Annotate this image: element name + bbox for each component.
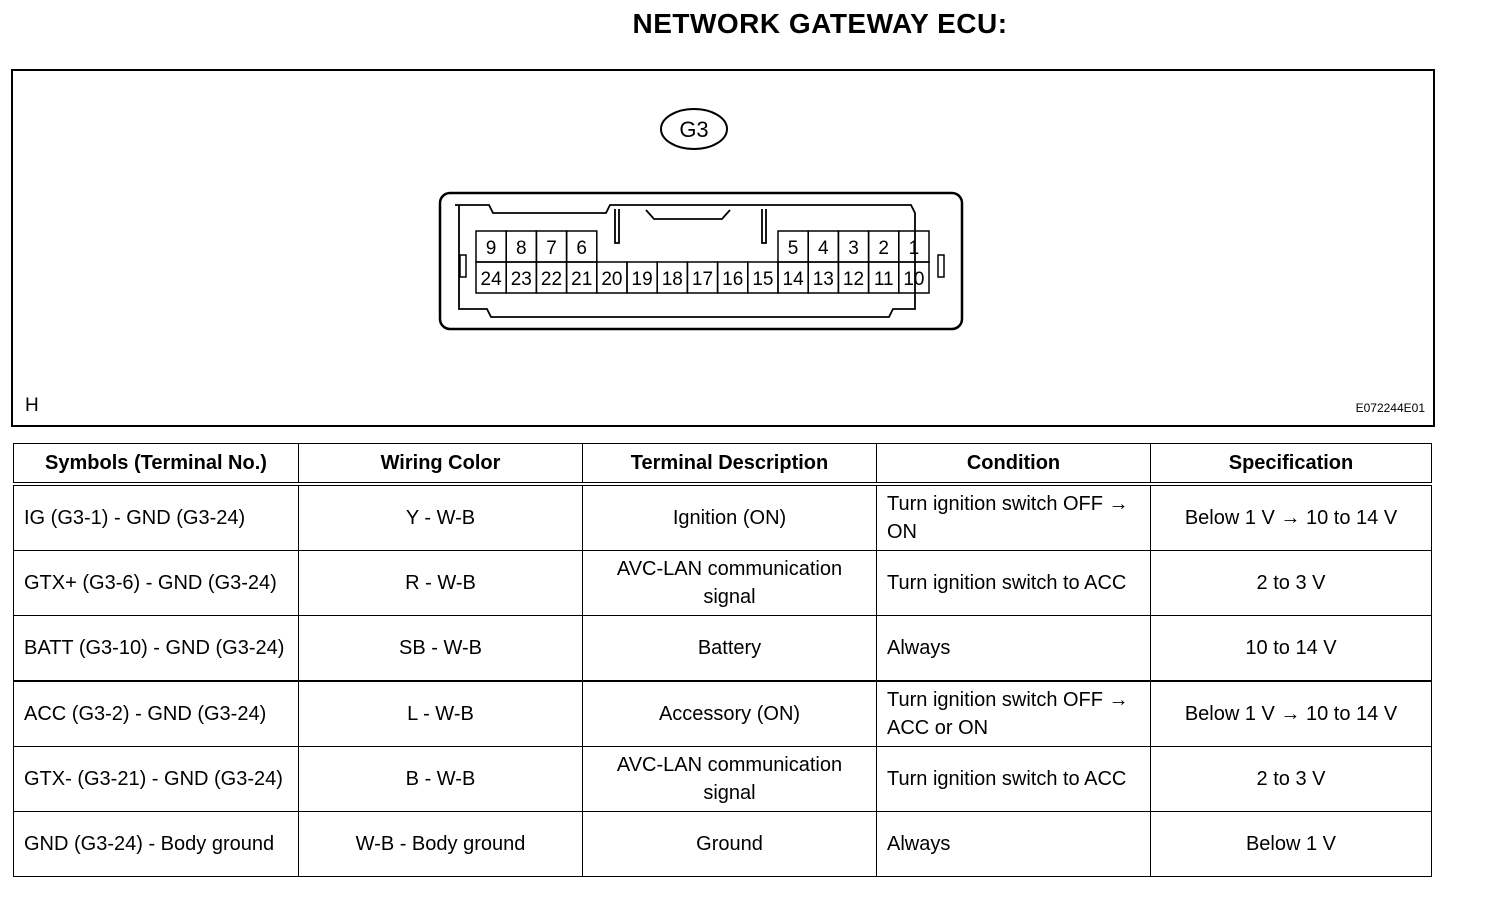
description-cell: AVC-LAN communication signal [582,746,877,812]
symbol-cell: ACC (G3-2) - GND (G3-24) [13,680,299,747]
symbol-cell: GTX- (G3-21) - GND (G3-24) [13,746,299,812]
pin-label: 20 [601,269,622,290]
connector-label-oval [660,108,728,150]
condition-cell: Turn ignition switch OFF → ON [876,483,1151,551]
pin-label: 11 [874,269,894,290]
symbol-cell: GTX+ (G3-6) - GND (G3-24) [13,550,299,616]
pin-label: 23 [511,269,532,290]
connector-inner-outline [455,204,916,318]
pin-label: 22 [541,269,562,290]
pin-label: 18 [662,269,683,290]
header-terminal-description: Terminal Description [582,443,877,486]
wiring-color-cell: W-B - Body ground [298,811,583,877]
pin-label: 1 [909,238,920,259]
description-cell: AVC-LAN communication signal [582,550,877,616]
wiring-color-cell: B - W-B [298,746,583,812]
pin-label: 15 [752,269,773,290]
pin-label: 8 [516,238,527,259]
pin-label: 3 [848,238,859,259]
condition-cell: Turn ignition switch OFF → ACC or ON [876,680,1151,747]
connector-housing [438,191,964,331]
specification-cell: 2 to 3 V [1150,550,1432,616]
condition-cell: Always [876,811,1151,877]
pin-label: 24 [481,269,503,290]
pin-cell [898,230,930,263]
wiring-color-cell: L - W-B [298,680,583,747]
header-wiring-color: Wiring Color [298,443,583,486]
condition-cell: Turn ignition switch to ACC [876,746,1151,812]
pin-label: 6 [576,238,587,259]
latch-guides [614,209,767,244]
pin-label: 10 [903,269,924,290]
specification-cell: Below 1 V → 10 to 14 V [1150,680,1432,747]
table-header-row: Symbols (Terminal No.) Wiring Color Term… [13,443,1432,486]
wiring-color-cell: SB - W-B [298,615,583,682]
terminal-spec-table: Symbols (Terminal No.) Wiring Color Term… [13,443,1432,877]
condition-cell: Turn ignition switch to ACC [876,550,1151,616]
pin-label: 21 [571,269,592,290]
header-symbols: Symbols (Terminal No.) [13,443,299,486]
table-row: IG (G3-1) - GND (G3-24) Y - W-B Ignition… [13,483,1432,551]
latch-tab [645,209,731,220]
pin-label: 17 [692,269,713,290]
pin-label: 7 [546,238,557,259]
specification-cell: 10 to 14 V [1150,615,1432,682]
figure-id: E072244E01 [1355,401,1425,415]
table-row: GND (G3-24) - Body ground W-B - Body gro… [13,811,1432,877]
side-key-left [459,254,467,278]
description-cell: Ground [582,811,877,877]
page-title: NETWORK GATEWAY ECU: [632,8,1008,39]
condition-cell: Always [876,615,1151,682]
table-row: ACC (G3-2) - GND (G3-24) L - W-B Accesso… [13,680,1432,747]
pin-label: 5 [788,238,799,259]
corner-letter: H [25,395,39,416]
specification-cell: Below 1 V → 10 to 14 V [1150,483,1432,551]
pin-label: 13 [813,269,834,290]
wiring-color-cell: Y - W-B [298,483,583,551]
pin-label: 9 [486,238,497,259]
pin-label: 19 [632,269,653,290]
table-row: GTX- (G3-21) - GND (G3-24) B - W-B AVC-L… [13,746,1432,812]
specification-cell: 2 to 3 V [1150,746,1432,812]
wiring-color-cell: R - W-B [298,550,583,616]
pin-label: 14 [783,269,805,290]
table-row: GTX+ (G3-6) - GND (G3-24) R - W-B AVC-LA… [13,550,1432,616]
pin-label: 4 [818,238,829,259]
specification-cell: Below 1 V [1150,811,1432,877]
header-specification: Specification [1150,443,1432,486]
pin-cell [565,230,598,263]
pin-label: 16 [722,269,743,290]
table-row: BATT (G3-10) - GND (G3-24) SB - W-B Batt… [13,615,1432,682]
symbol-cell: GND (G3-24) - Body ground [13,811,299,877]
symbol-cell: IG (G3-1) - GND (G3-24) [13,483,299,551]
connector-label: G3 [679,117,708,142]
description-cell: Accessory (ON) [582,680,877,747]
description-cell: Ignition (ON) [582,483,877,551]
pin-label: 12 [843,269,864,290]
side-key-right [937,254,945,278]
description-cell: Battery [582,615,877,682]
header-condition: Condition [876,443,1151,486]
pin-label: 2 [878,238,889,259]
symbol-cell: BATT (G3-10) - GND (G3-24) [13,615,299,682]
